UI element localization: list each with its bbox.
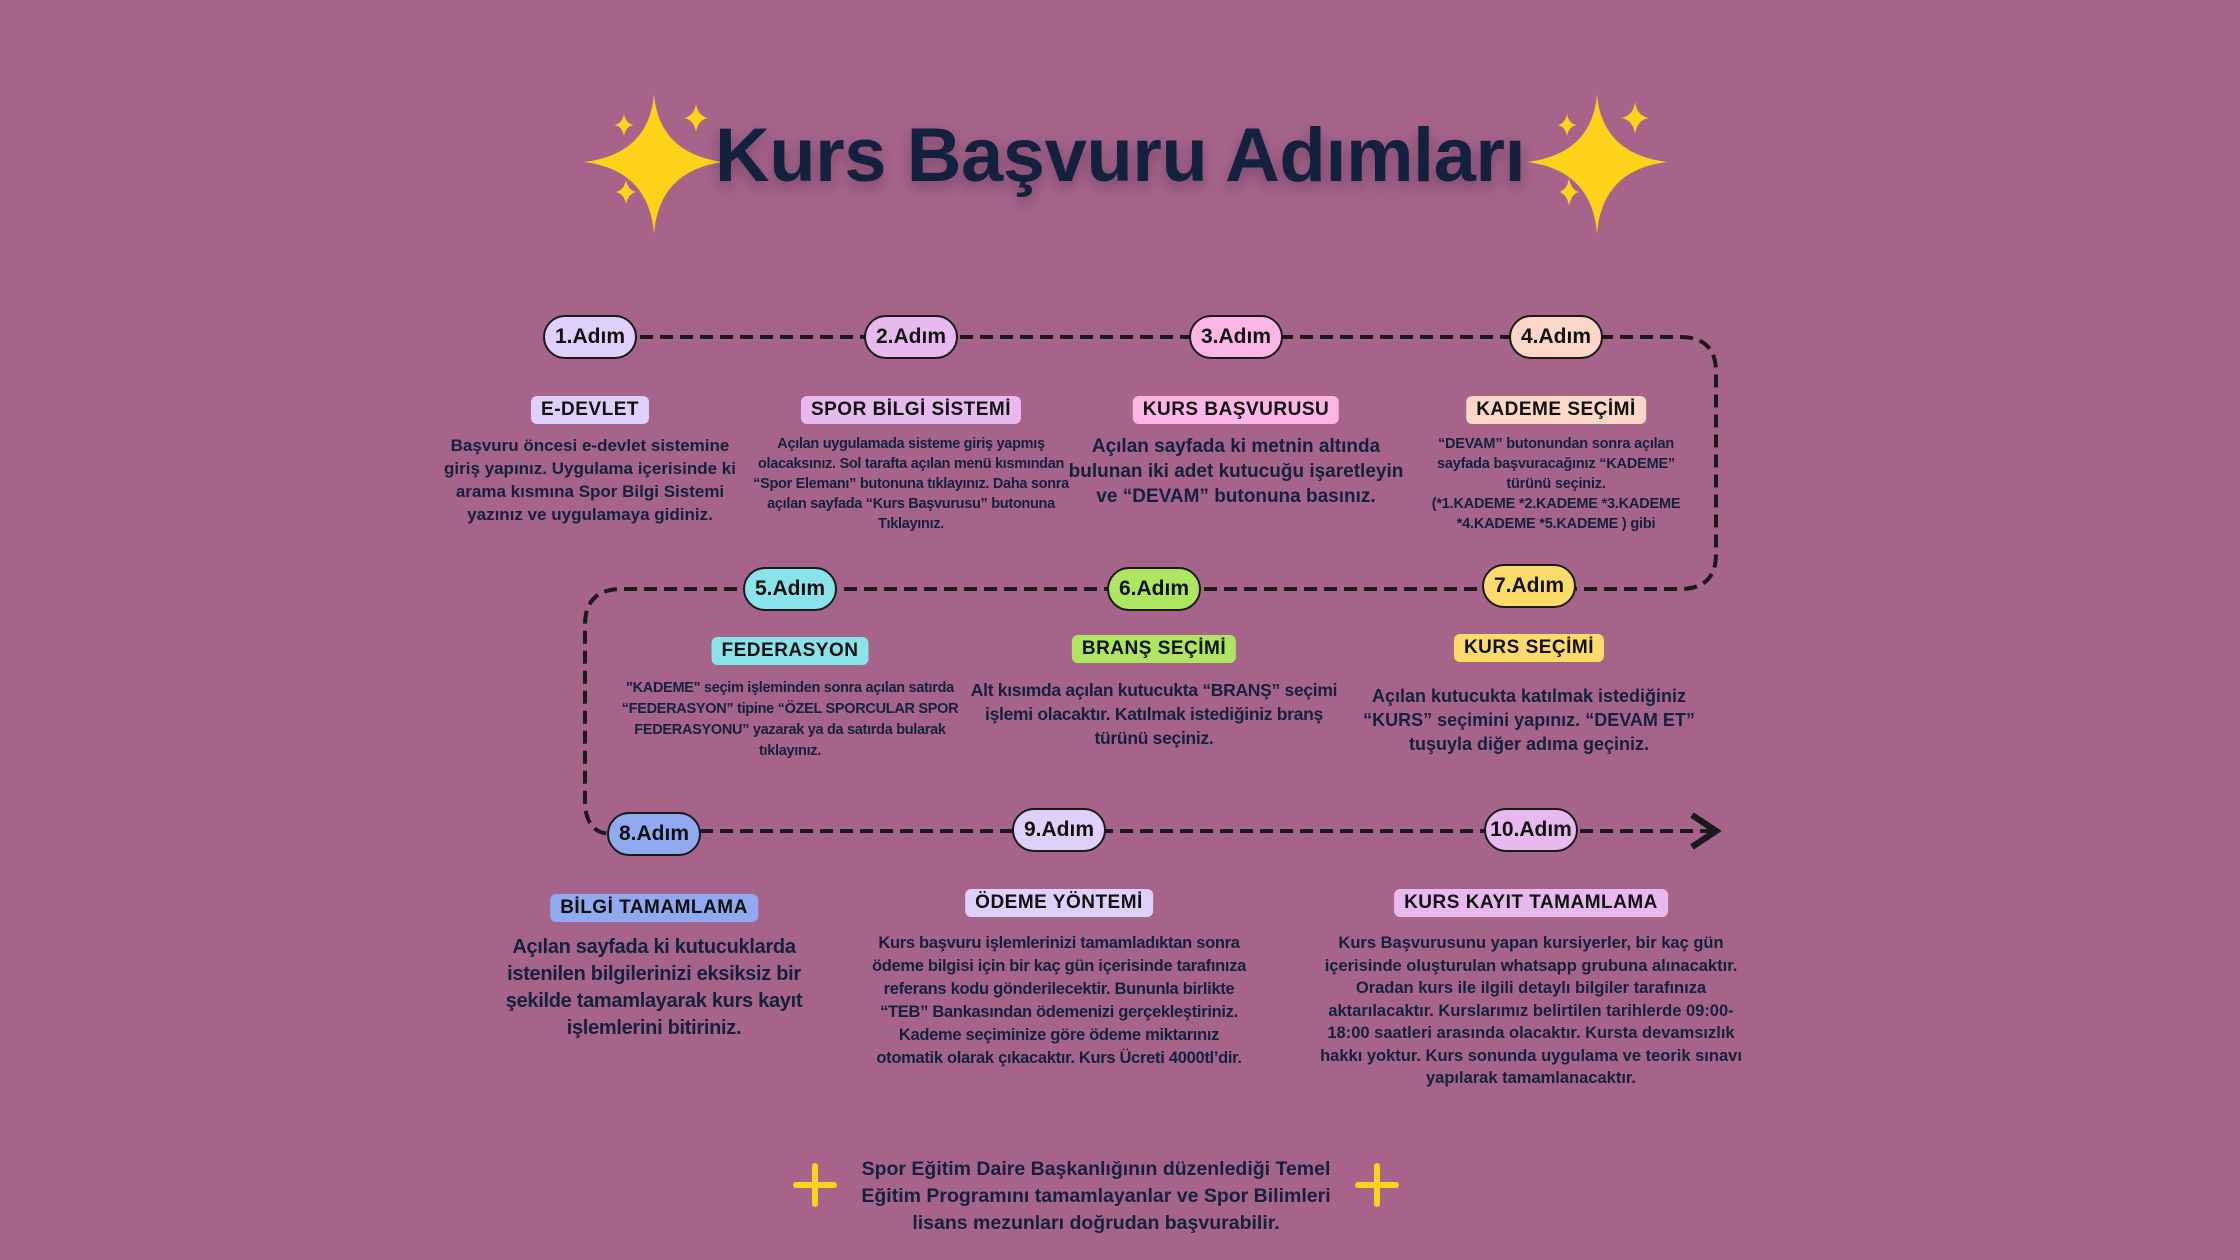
step-title: ÖDEME YÖNTEMİ bbox=[965, 889, 1153, 917]
step-description: "KADEME" seçim işleminden sonra açılan s… bbox=[622, 678, 959, 762]
description-line: otomatik olarak çıkacaktır. Kurs Ücreti … bbox=[876, 1049, 1242, 1067]
step-description: Başvuru öncesi e-devlet sistemine giriş y… bbox=[444, 434, 736, 526]
description-line: referans kodu gönderilecektir. Bununla b… bbox=[883, 980, 1235, 998]
step-badge: 7.Adım bbox=[1482, 564, 1576, 608]
description-line: açılan sayfada “Kurs Başvurusu” butonuna bbox=[767, 496, 1055, 512]
step-title: E-DEVLET bbox=[531, 396, 649, 424]
description-line: Oradan kurs ile ilgili detaylı bilgiler … bbox=[1355, 979, 1707, 997]
description-line: yazınız ve uygulamaya gidiniz. bbox=[467, 505, 713, 524]
description-line: olacaksınız. Sol tarafta açılan menü kıs… bbox=[757, 456, 1065, 472]
description-line: işlemi olacaktır. Katılmak istediğiniz b… bbox=[985, 704, 1323, 724]
step-title: FEDERASYON bbox=[711, 637, 869, 665]
description-line: içerisinde oluşturulan whatsapp grubuna … bbox=[1324, 956, 1738, 975]
description-line: yapılarak tamamlanacaktır. bbox=[1425, 1069, 1637, 1087]
step-badge: 8.Adım bbox=[607, 812, 701, 856]
description-line: Açılan kutucukta katılmak istediğiniz bbox=[1371, 686, 1687, 706]
description-line: aktarılacaktır. Kurslarımız belirtilen t… bbox=[1328, 1001, 1734, 1020]
description-line: ödeme bilgisi için bir kaç gün içerisind… bbox=[871, 957, 1247, 975]
sparkle-icon-right bbox=[1527, 94, 1667, 234]
description-line: FEDERASYONU” yazarak ya da satırda bular… bbox=[634, 722, 946, 738]
step-title: BRANŞ SEÇİMİ bbox=[1071, 635, 1237, 663]
sparkle-icon-left bbox=[584, 94, 724, 234]
footer-line: Spor Eğitim Daire Başkanlığının düzenled… bbox=[861, 1158, 1331, 1180]
description-line: “TEB” Bankasından ödemenizi gerçekleştir… bbox=[880, 1003, 1238, 1021]
step-description: Açılan kutucukta katılmak istediğiniz “KU… bbox=[1363, 684, 1695, 756]
step-description: Açılan uygulamada sisteme giriş yapmış ol… bbox=[753, 434, 1069, 534]
step-description: Kurs başvuru işlemlerinizi tamamladıktan… bbox=[872, 932, 1246, 1070]
description-line: Kurs Başvurusunu yapan kursiyerler, bir … bbox=[1338, 934, 1724, 952]
description-line: Alt kısımda açılan kutucukta “BRANŞ” seç… bbox=[970, 680, 1338, 700]
step-title: SPOR BİLGİ SİSTEMİ bbox=[800, 396, 1022, 424]
page-title: Kurs Başvuru Adımları bbox=[714, 113, 1526, 198]
description-line: tıklayınız. bbox=[759, 743, 821, 759]
plus-icon-right bbox=[1355, 1163, 1399, 1207]
description-line: tuşuyla diğer adıma geçiniz. bbox=[1408, 734, 1650, 754]
footer-line: Eğitim Programını tamamlayanlar ve Spor … bbox=[861, 1185, 1331, 1207]
step-badge: 1.Adım bbox=[543, 315, 637, 359]
description-line: Açılan uygulamada sisteme giriş yapmış bbox=[777, 436, 1045, 452]
description-line: ve “DEVAM” butonuna basınız. bbox=[1096, 486, 1376, 507]
description-line: işlemlerini bitiriniz. bbox=[566, 1017, 742, 1039]
step-title: KURS SEÇİMİ bbox=[1453, 634, 1605, 662]
step-description: “DEVAM” butonundan sonra açılan sayfada b… bbox=[1432, 434, 1681, 534]
description-line: Açılan sayfada ki metnin altında bbox=[1091, 436, 1381, 457]
description-line: bulunan iki adet kutucuğu işaretleyin bbox=[1068, 461, 1404, 482]
step-description: Açılan sayfada ki metnin altında bulunan … bbox=[1069, 434, 1404, 509]
step-badge: 4.Adım bbox=[1509, 315, 1603, 359]
step-description: Kurs Başvurusunu yapan kursiyerler, bir … bbox=[1320, 932, 1742, 1090]
description-line: arama kısmına Spor Bilgi Sistemi bbox=[455, 482, 725, 501]
step-description: Alt kısımda açılan kutucukta “BRANŞ” seç… bbox=[970, 678, 1338, 750]
description-line: Kademe seçiminize göre ödeme miktarınız bbox=[898, 1026, 1220, 1044]
description-line: Kurs başvuru işlemlerinizi tamamladıktan… bbox=[878, 934, 1240, 952]
plus-icon-left bbox=[793, 1163, 837, 1207]
description-line: “KURS” seçimini yapınız. “DEVAM ET” bbox=[1363, 710, 1695, 730]
step-badge: 6.Adım bbox=[1107, 567, 1201, 611]
description-line: giriş yapınız. Uygulama içerisinde ki bbox=[444, 459, 736, 478]
footer-line: lisans mezunları doğrudan başvurabilir. bbox=[912, 1212, 1280, 1234]
step-badge: 3.Adım bbox=[1189, 315, 1283, 359]
description-line: “Spor Elemanı” butonuna tıklayınız. Daha… bbox=[753, 476, 1069, 492]
description-line: Başvuru öncesi e-devlet sistemine bbox=[450, 436, 730, 455]
description-line: *4.KADEME *5.KADEME ) gibi bbox=[1456, 516, 1656, 532]
step-badge: 5.Adım bbox=[743, 567, 837, 611]
step-description: Açılan sayfada ki kutucuklarda istenilen … bbox=[505, 934, 803, 1042]
description-line: sayfada başvuracağınız “KADEME” bbox=[1437, 456, 1675, 472]
description-line: Tıklayınız. bbox=[877, 516, 944, 532]
step-title: KADEME SEÇİMİ bbox=[1466, 396, 1646, 424]
footer-note: Spor Eğitim Daire Başkanlığının düzenled… bbox=[846, 1156, 1346, 1237]
description-line: 18:00 saatleri arasında olacaktır. Kurst… bbox=[1327, 1024, 1735, 1042]
step-badge: 9.Adım bbox=[1012, 808, 1106, 852]
description-line: istenilen bilgilerinizi eksiksiz bir bbox=[507, 963, 801, 985]
description-line: türünü seçiniz. bbox=[1506, 476, 1606, 492]
description-line: şekilde tamamlayarak kurs kayıt bbox=[505, 990, 803, 1012]
description-line: “FEDERASYON” tipine “ÖZEL SPORCULAR SPOR bbox=[621, 701, 959, 717]
step-badge: 10.Adım bbox=[1484, 808, 1578, 852]
description-line: (*1.KADEME *2.KADEME *3.KADEME bbox=[1431, 496, 1681, 512]
description-line: Açılan sayfada ki kutucuklarda bbox=[512, 936, 796, 958]
description-line: “DEVAM” butonundan sonra açılan bbox=[1437, 436, 1675, 452]
description-line: hakkı yoktur. Kurs sonunda uygulama ve t… bbox=[1320, 1046, 1742, 1065]
step-badge: 2.Adım bbox=[864, 315, 958, 359]
description-line: türünü seçiniz. bbox=[1094, 728, 1214, 748]
step-title: KURS BAŞVURUSU bbox=[1132, 396, 1340, 424]
description-line: "KADEME" seçim işleminden sonra açılan s… bbox=[626, 680, 954, 696]
step-title: BİLGİ TAMAMLAMA bbox=[550, 894, 758, 922]
step-title: KURS KAYIT TAMAMLAMA bbox=[1394, 889, 1668, 917]
